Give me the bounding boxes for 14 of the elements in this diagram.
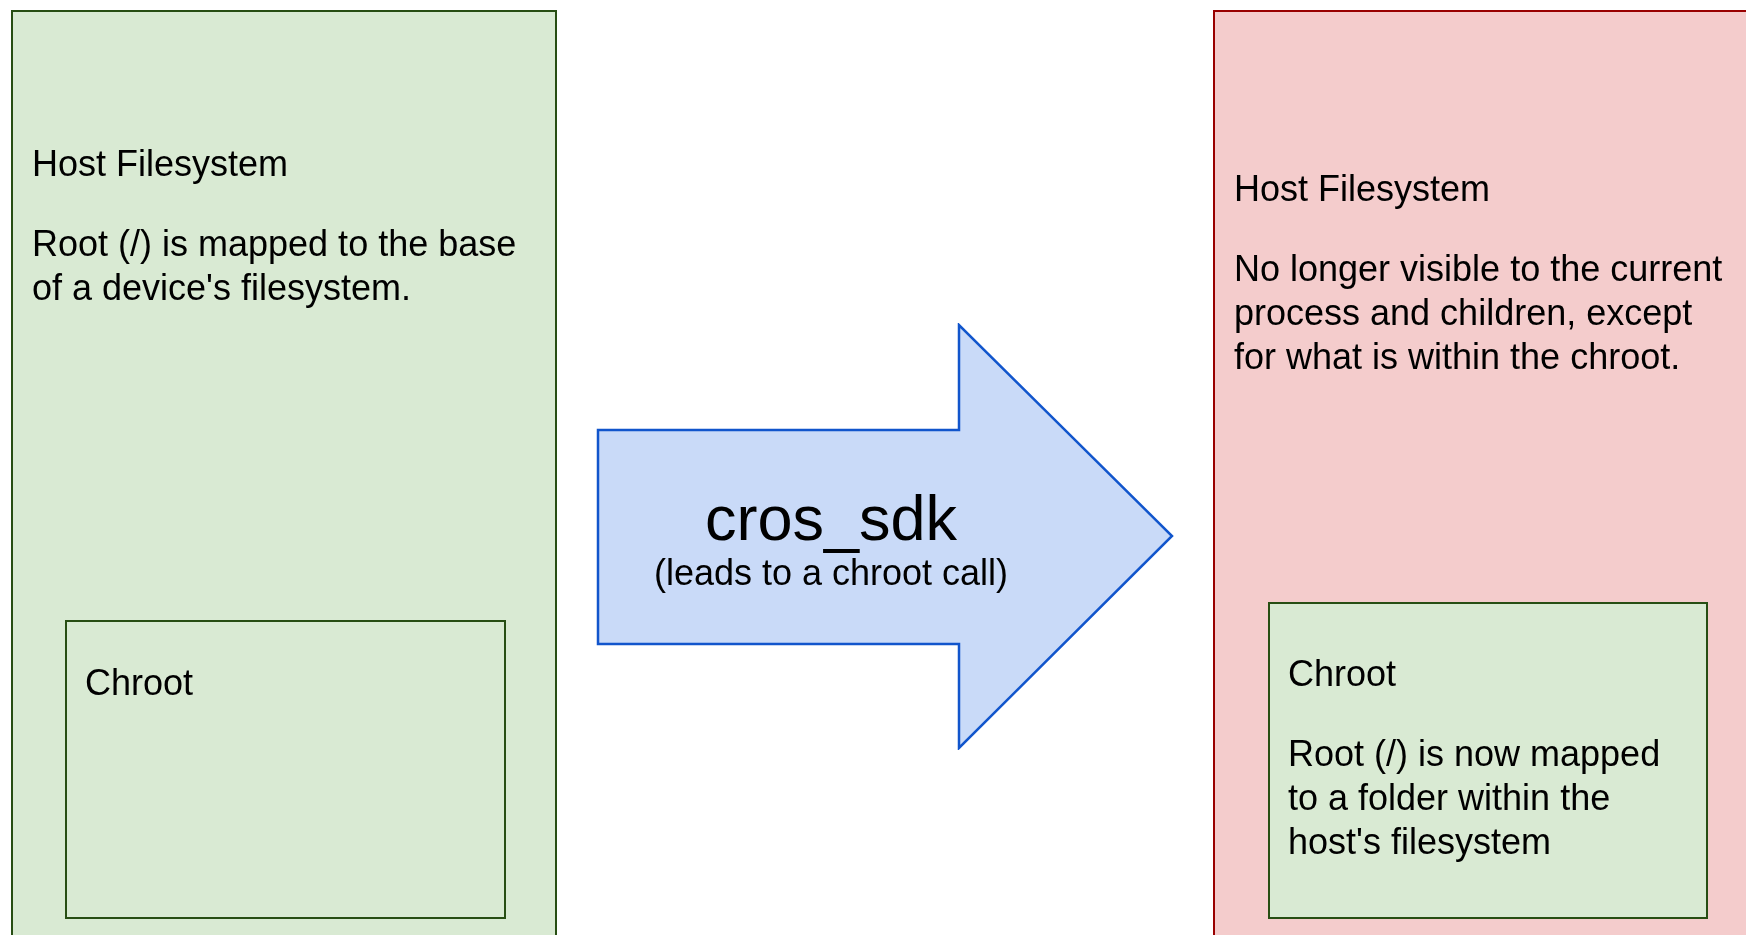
box-description: No longer visible to the current process and children, except for what is within the chroot.	[1234, 247, 1724, 379]
box-heading: Host Filesystem	[1234, 167, 1492, 211]
box-description: Root (/) is now mapped to a folder within the host's filesystem	[1288, 732, 1662, 864]
chroot-box	[65, 620, 506, 919]
box-description: Root (/) is mapped to the base of a device's filesystem.	[32, 222, 518, 310]
filesystem-panel	[11, 10, 557, 935]
command-name: cros_sdk	[704, 483, 958, 553]
block-arrow	[596, 323, 1174, 750]
box-heading: Chroot	[85, 661, 195, 705]
chroot-box	[1268, 602, 1708, 919]
filesystem-panel	[1213, 10, 1746, 935]
arrow-caption: (leads to a chroot call)	[653, 553, 1009, 593]
box-heading: Host Filesystem	[32, 142, 290, 186]
box-heading: Chroot	[1288, 652, 1398, 696]
